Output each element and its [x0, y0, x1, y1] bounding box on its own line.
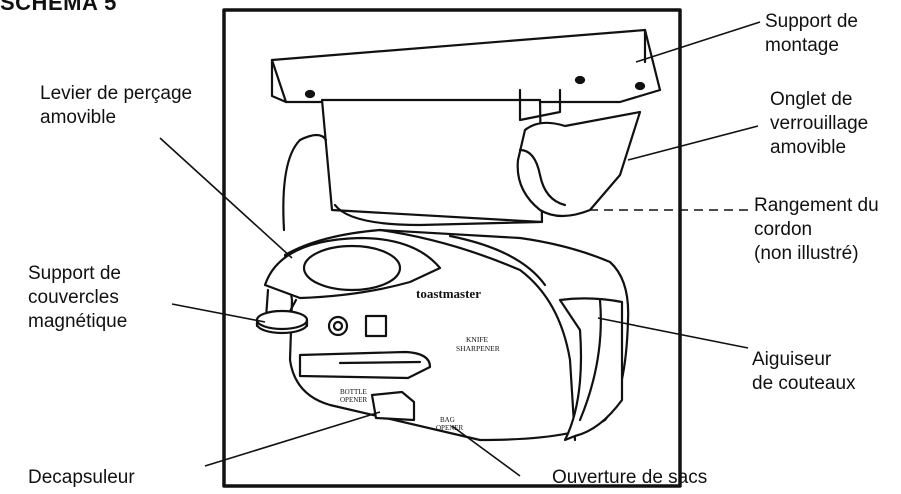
label-decapsuleur: Decapsuleur — [28, 467, 135, 488]
label-support-de-couvercles: Support de couvercles magnétique — [28, 263, 128, 332]
mounting-bracket — [270, 28, 662, 104]
label-support-de-montage: Support de montage — [765, 11, 858, 56]
bottle-opener-part — [370, 390, 416, 422]
piercing-lever — [263, 236, 442, 328]
brand-logo: toastmaster — [416, 286, 481, 301]
label-rangement-du-cordon: Rangement du cordon (non illustré) — [754, 195, 879, 264]
label-ouverture-de-sacs: Ouverture de sacs — [552, 467, 708, 488]
upper-housing — [320, 98, 544, 224]
label-onglet-de-verrouillage: Onglet de verrouillage amovible — [770, 89, 869, 158]
bag-opener-marking-2: OPENER — [436, 424, 464, 432]
bottle-opener-marking-1: BOTTLE — [340, 388, 367, 396]
label-levier-de-percage: Levier de perçage amovible — [40, 83, 193, 128]
locking-tab — [516, 110, 642, 218]
figure-frame — [222, 8, 682, 488]
bag-opener-marking-1: BAG — [440, 416, 455, 424]
bottle-opener-marking-2: OPENER — [340, 396, 368, 404]
label-aiguiseur-de-couteaux: Aiguiseur de couteaux — [752, 349, 856, 394]
magnetic-lid-holder — [255, 309, 309, 335]
knife-sharpener-marking-1: KNIFE — [466, 335, 489, 344]
knife-sharpener — [558, 297, 624, 442]
slot — [298, 350, 432, 380]
figure-title: SCHÉMA 5 — [0, 0, 117, 15]
knife-sharpener-marking-2: SHARPENER — [456, 344, 500, 353]
